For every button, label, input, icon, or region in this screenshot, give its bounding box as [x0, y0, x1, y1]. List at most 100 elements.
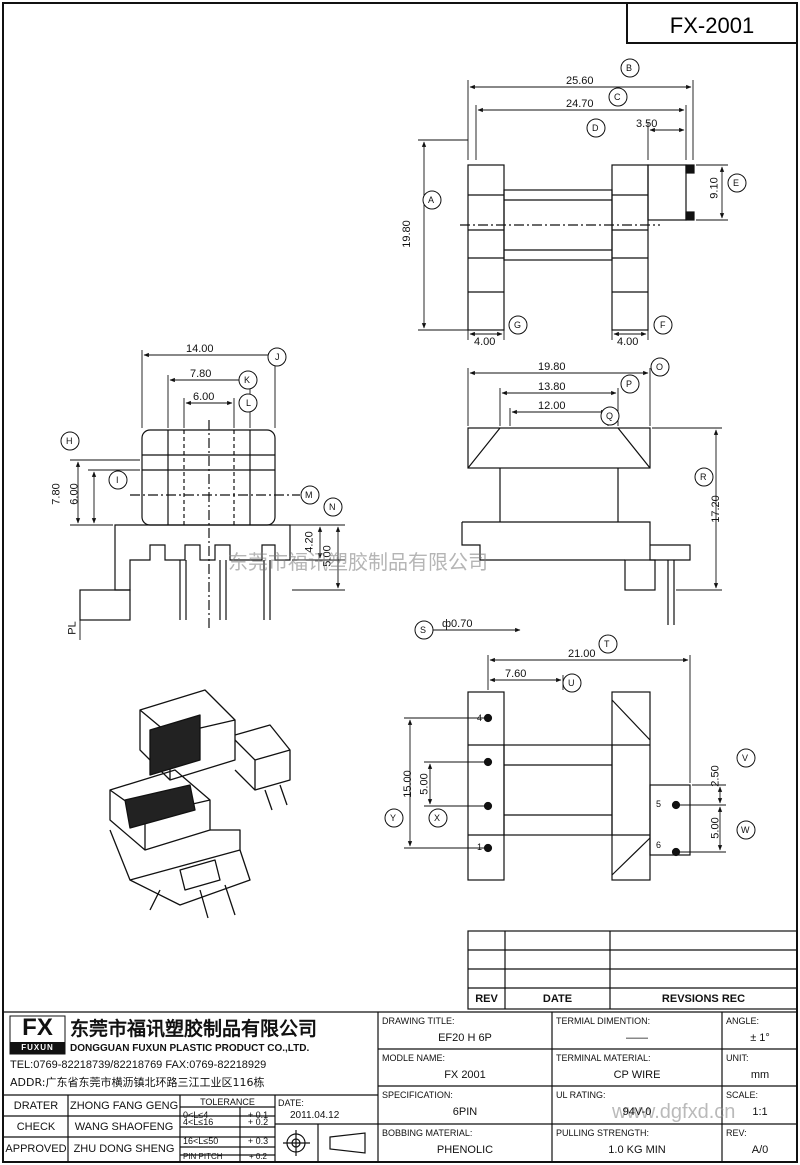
callout-i: I [116, 475, 119, 485]
front-view-base [462, 521, 691, 561]
angle-label: ANGLE: [726, 1016, 760, 1026]
tolerance-value: + 0.3 [247, 1136, 269, 1146]
tolerance-range: 0<L≤4 [183, 1110, 209, 1120]
front-view-dimensions [430, 368, 722, 633]
callout-w: W [741, 825, 750, 835]
bottom-view-core [503, 744, 613, 836]
model-title: FX-2001 [670, 13, 754, 38]
callout-g: G [514, 320, 522, 330]
terminal-material-label: TERMINAL MATERIAL: [556, 1053, 651, 1063]
callout-m: M [305, 490, 313, 500]
terminal-dimension-label: TERMIAL DIMENTION: [556, 1016, 651, 1026]
callout-f: F [660, 320, 666, 330]
company-tel-fax: TEL:0769-82218739/82218769 FAX:0769-8221… [10, 1059, 267, 1071]
scale-value: 1:1 [752, 1106, 768, 1118]
company-name-cn: 东莞市福讯塑胶制品有限公司 [70, 1018, 318, 1040]
dim-k-value: 7.80 [190, 368, 212, 380]
rev-header-rev: REV [475, 993, 498, 1005]
pin-number: 5 [656, 799, 662, 809]
title-block [3, 1011, 797, 1162]
callout-b: B [626, 63, 633, 73]
unit-value: mm [750, 1069, 770, 1081]
tolerance-value: + 0.2 [248, 1152, 267, 1161]
dim-b-value: 25.60 [566, 75, 594, 87]
top-view-dimensions [418, 80, 728, 340]
side-view [79, 420, 300, 630]
company-address: ADDR:广东省东莞市横沥镇北环路三江工业区116栋 [10, 1076, 265, 1089]
model-title-box [626, 2, 798, 44]
callout-o: O [656, 362, 664, 372]
callout-x: X [434, 813, 441, 823]
staff-role-drater: DRATER [13, 1100, 59, 1112]
rev-header-records: REVSIONS REC [661, 993, 746, 1005]
staff-role-approved: APPROVED [5, 1143, 67, 1155]
model-name-label: MODLE NAME: [382, 1053, 446, 1063]
bobbing-material-value: PHENOLIC [436, 1144, 494, 1156]
terminal-dimension-value: —— [626, 1032, 648, 1044]
pin-number: 1 [477, 842, 483, 852]
drawing-title-value: EF20 H 6P [438, 1032, 492, 1044]
ul-rating-value: 94V-0 [622, 1106, 652, 1118]
tolerance-range: 4<L≤16 [183, 1117, 214, 1127]
dim-c-value: 24.70 [566, 98, 594, 110]
callout-h: H [66, 436, 73, 446]
staff-name-approved: ZHU DONG SHENG [73, 1143, 175, 1155]
watermark-company: 东莞市福讯塑胶制品有限公司 [228, 550, 488, 574]
angle-value: ± 1° [750, 1032, 770, 1044]
terminal-material-value: CP WIRE [613, 1069, 661, 1081]
bottom-view [467, 691, 691, 881]
tolerance-value: + 0.2 [247, 1117, 269, 1127]
bobbing-material-label: BOBBING MATERIAL: [382, 1128, 473, 1138]
tolerance-value: + 0.1 [247, 1110, 269, 1120]
dim-q-value: 12.00 [538, 400, 566, 412]
front-view-top-flange [467, 427, 651, 469]
dim-t-value: 21.00 [568, 648, 596, 660]
ul-rating-label: UL RATING: [556, 1090, 606, 1100]
tolerance-range: 16<L≤50 [183, 1136, 219, 1146]
callout-p: P [626, 379, 633, 389]
rev-label: REV: [726, 1128, 747, 1138]
dim-s-value: ф0.70 [442, 618, 473, 630]
callout-u: U [568, 678, 575, 688]
callout-j: J [275, 352, 280, 362]
rev-header-date: DATE [542, 993, 573, 1005]
model-name-value: FX 2001 [444, 1069, 486, 1081]
pin-number: 6 [656, 840, 662, 850]
callout-k: K [244, 375, 251, 385]
callout-e: E [733, 178, 740, 188]
top-view-pin-block [647, 164, 687, 221]
callout-v: V [742, 753, 749, 763]
tolerance-title: TOLERANCE [200, 1097, 255, 1107]
callout-c: C [614, 92, 621, 102]
callout-s: S [420, 625, 427, 635]
callout-l: L [246, 398, 252, 408]
unit-label: UNIT: [726, 1053, 749, 1063]
date-label: DATE: [278, 1098, 304, 1108]
pulling-strength-value: 1.0 KG MIN [608, 1144, 666, 1156]
dim-j-value: 14.00 [186, 343, 214, 355]
specification-value: 6PIN [452, 1106, 478, 1118]
staff-name-check: WANG SHAOFENG [74, 1121, 174, 1133]
callout-t: T [604, 639, 610, 649]
dim-l-value: 6.00 [193, 391, 215, 403]
watermark-url: www.dgfxd.cn [612, 1101, 736, 1123]
side-view-base [114, 524, 291, 591]
logo-sub-bg [10, 1042, 65, 1054]
callout-r: R [700, 472, 707, 482]
company-name-en: DONGGUAN FUXUN PLASTIC PRODUCT CO.,LTD. [70, 1043, 310, 1054]
tolerance-range: PIN PITCH [183, 1152, 223, 1161]
front-view [461, 427, 691, 625]
callout-d: D [592, 123, 599, 133]
pulling-strength-label: PULLING STRENGTH: [556, 1128, 650, 1138]
side-view-dimensions [70, 350, 345, 640]
date-value: 2011.04.12 [290, 1110, 340, 1121]
isometric-view [109, 689, 291, 919]
callout-n: N [329, 502, 336, 512]
bottom-view-dimensions [404, 655, 726, 853]
company-logo: FX [22, 1014, 53, 1041]
rev-value: A/0 [751, 1144, 769, 1156]
dim-o-value: 19.80 [538, 361, 566, 373]
